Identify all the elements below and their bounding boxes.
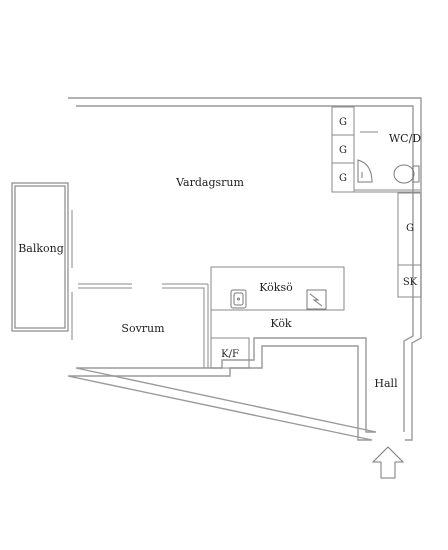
room-label-kokso: Köksö [259, 281, 293, 294]
room-label-kok: Kök [270, 317, 292, 330]
fridge-label-kf: K/F [221, 349, 239, 360]
room-label-vardagsrum: Vardagsrum [175, 176, 244, 189]
shower-icon [357, 159, 373, 183]
wardrobe-label-1: G [339, 117, 347, 128]
balcony-outline [11, 182, 69, 332]
wardrobe-label-2: G [339, 145, 347, 156]
room-label-wcd: WC/D [389, 132, 421, 145]
room-label-balkong: Balkong [18, 242, 64, 255]
room-label-hall: Hall [374, 377, 398, 390]
stove-icon [306, 289, 327, 310]
closet-label-sk: SK [403, 277, 418, 288]
balcony-inner-outline [14, 185, 66, 329]
fridge-freezer [210, 337, 250, 369]
room-label-sovrum: Sovrum [121, 322, 165, 335]
bedroom-wall-inner [78, 287, 205, 368]
inner-wall [75, 105, 414, 433]
closet-sk [397, 264, 422, 298]
entrance-arrow-icon [371, 446, 405, 479]
wardrobe-label-4: G [406, 223, 414, 234]
toilet-icon [393, 164, 420, 184]
bathroom-wall [353, 107, 420, 193]
outer-wall [67, 97, 422, 441]
bedroom-wall [78, 283, 209, 368]
sink-icon [230, 289, 247, 309]
kitchen-island [210, 266, 345, 311]
wardrobe-label-3: G [339, 173, 347, 184]
